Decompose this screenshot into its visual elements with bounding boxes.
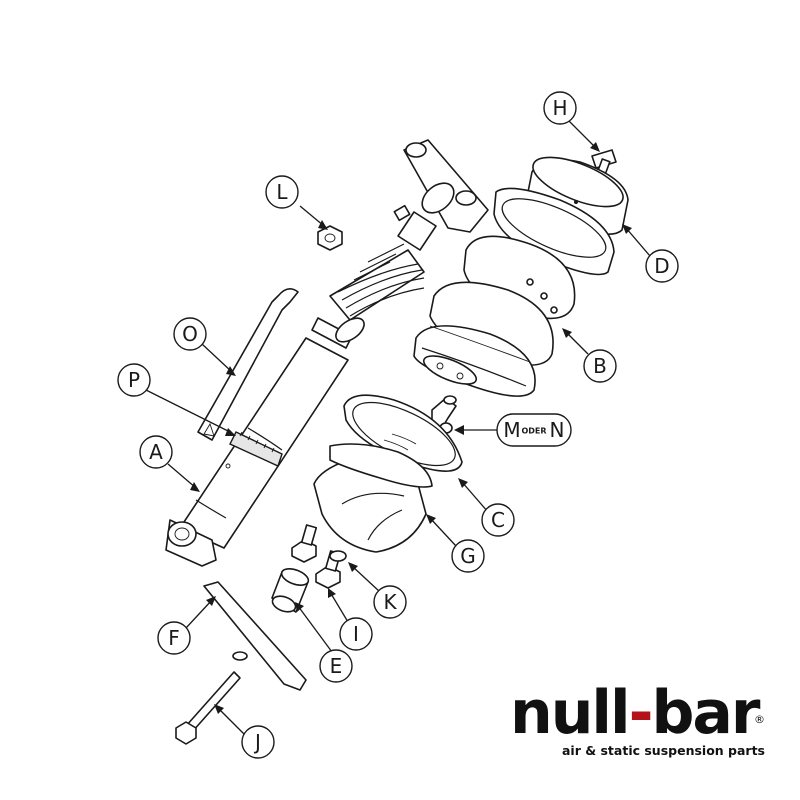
callout-m-oder-n: M ODER N [496,413,572,447]
logo-hyphen: - [628,678,654,748]
leader-lines [145,119,651,737]
null-bar-logo: null-bar ® air & static suspension parts [510,683,770,763]
part-a-shock-absorber [165,317,353,567]
callout-e: E [319,649,353,683]
callout-a-label: A [149,440,163,464]
part-o-spanner-wrench [197,288,299,441]
callout-j: J [241,725,275,759]
lower-bolts [291,524,347,589]
part-f-mounting-strap [203,581,307,691]
callout-m-label: M [503,418,520,442]
callout-a: A [139,435,173,469]
logo-tagline: air & static suspension parts [562,743,765,758]
callout-p: P [117,363,151,397]
part-g-lower-bracket [313,443,433,553]
callout-c: C [481,503,515,537]
callout-e-label: E [330,654,343,678]
logo-registered-mark: ® [754,713,765,726]
part-l-hex-nut [317,225,343,251]
callout-d: D [645,249,679,283]
callout-i-label: I [353,622,359,646]
callout-i: I [339,617,373,651]
callout-p-label: P [128,368,140,392]
callout-g-label: G [460,544,476,568]
callout-l-label: L [276,180,288,204]
callout-n-label: N [550,418,565,442]
part-h-top-bolt [591,149,617,174]
callout-h: H [543,91,577,125]
part-j-long-bolt [175,671,241,745]
part-e-bushing [271,568,310,613]
dust-boot-bellows [329,139,489,343]
callout-h-label: H [552,96,567,120]
callout-f-label: F [168,626,180,650]
logo-word-right: bar [651,678,760,748]
callout-b-label: B [593,354,607,378]
callout-d-label: D [654,254,669,278]
callout-l: L [265,175,299,209]
callout-c-label: C [491,508,505,532]
callout-k-label: K [383,590,397,614]
part-m-n-air-fitting [431,395,457,434]
part-b-air-spring [413,187,615,397]
logo-word-left: null [510,678,631,748]
callout-b: B [583,349,617,383]
callout-o-label: O [182,322,198,346]
part-p-collar-ring [229,431,283,467]
callout-o: O [173,317,207,351]
callout-g: G [451,539,485,573]
callout-f: F [157,621,191,655]
logo-wordmark: null-bar [510,683,761,743]
callout-oder-label: ODER [521,427,546,436]
callout-k: K [373,585,407,619]
callout-j-label: J [253,730,261,754]
